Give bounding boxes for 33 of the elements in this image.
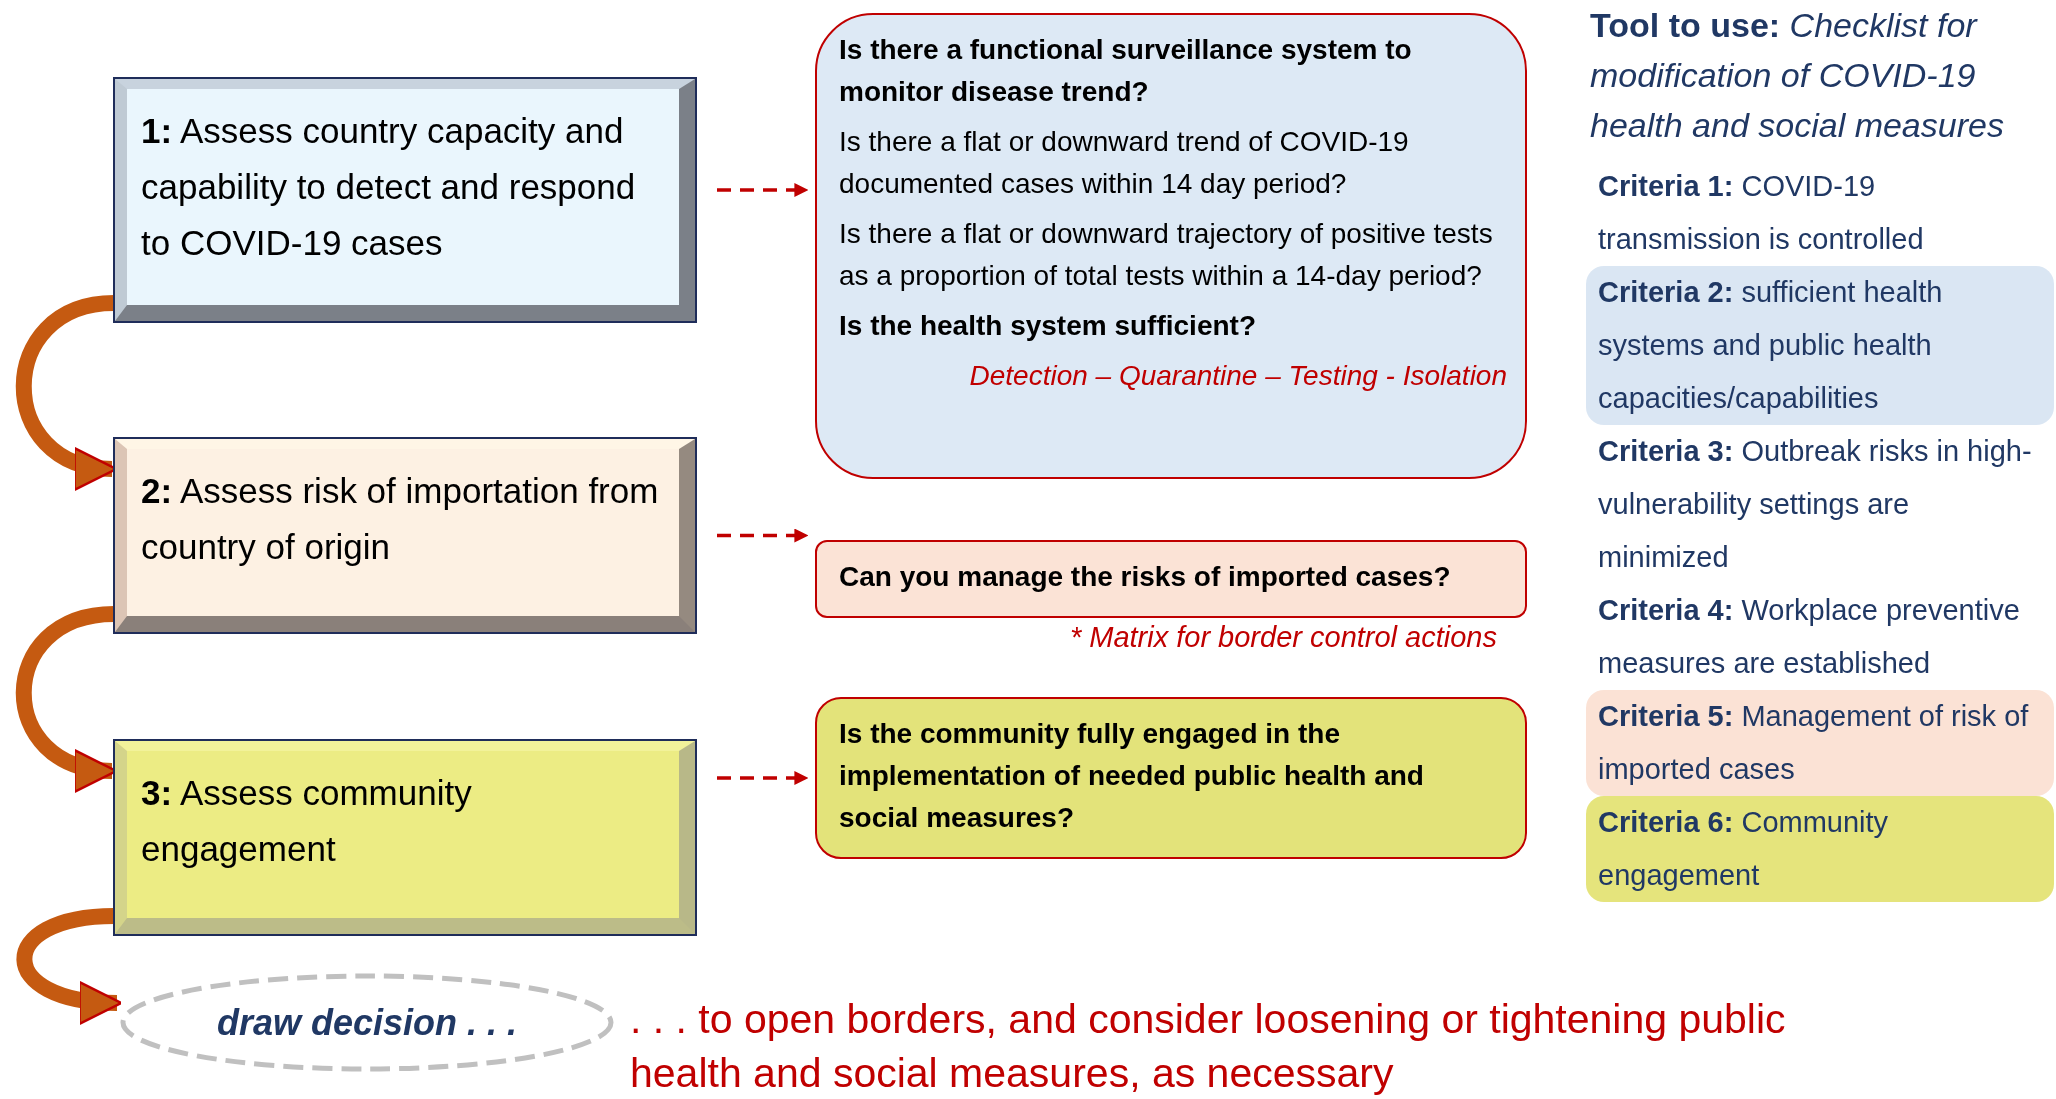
step-text: 1: Assess country capacity and capability to detect and respond to COVID-19 cases: [141, 110, 637, 264]
step-text: 3: Assess community engagement: [141, 772, 473, 870]
criteria-text: Criteria 2: sufficient health systems and public health capacities/capabilities: [1598, 275, 1944, 416]
decision-ellipse: [120, 973, 614, 1072]
question-text: Is there a functional surveillance system to monitor disease trend?: [839, 33, 1413, 109]
title: Tool to use: Checklist for modification of COVID-19 health and social measures: [1589, 5, 2005, 146]
question-text: Is there a flat or downward trend of COVID-19 documented cases within 14 day period?: [839, 125, 1410, 201]
question-box: [815, 540, 1527, 618]
step-box: [115, 439, 695, 632]
step-box: [115, 79, 695, 321]
question-text: Is the community fully engaged in the implementation of needed public health and social measures?: [839, 717, 1425, 835]
criteria-highlight: [1586, 690, 2054, 796]
criteria-highlight: [1586, 796, 2054, 902]
step-text: 2: Assess risk of importation from country of origin: [141, 470, 660, 568]
question-text: Can you manage the risks of imported cases?: [839, 560, 1452, 594]
note-text: * Matrix for border control actions: [1068, 621, 1497, 654]
dashed-arrow: [717, 183, 809, 197]
criteria-text: Criteria 6: Community engagement: [1598, 805, 1890, 893]
conclusion-text: . . . to open borders, and consider loosening or tightening public health and social measures, as necessary: [630, 995, 1787, 1098]
question-box: [815, 13, 1527, 479]
question-text: Is there a flat or downward trajectory of positive tests as a proportion of total tests within a 14-day period?: [839, 217, 1494, 293]
decision-text: draw decision . . .: [216, 1001, 518, 1044]
curved-arrow: [16, 908, 123, 1023]
question-box: [815, 697, 1527, 859]
criteria-text: Criteria 3: Outbreak risks in high-vulnerability settings are minimized: [1597, 434, 2033, 575]
note-text: Detection – Quarantine – Testing - Isolation: [968, 359, 1507, 393]
question-text: Is the health system sufficient?: [839, 309, 1257, 343]
step-box: [115, 741, 695, 934]
dashed-arrow: [717, 528, 809, 543]
dashed-arrow: [717, 771, 809, 785]
criteria-highlight: [1586, 266, 2054, 425]
criteria-text: Criteria 4: Workplace preventive measures are established: [1597, 593, 2021, 681]
criteria-text: Criteria 5: Management of risk of imported cases: [1598, 699, 2030, 787]
